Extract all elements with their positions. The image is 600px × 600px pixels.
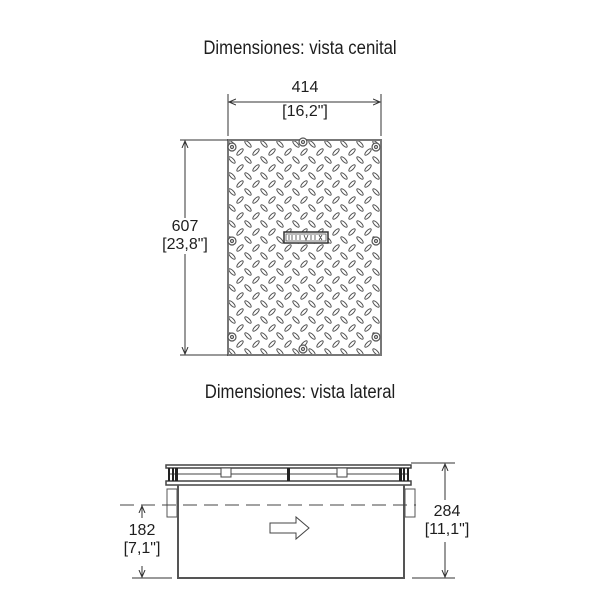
bolt-icon <box>371 332 381 342</box>
inlet-height-mm: 182 <box>128 522 156 539</box>
bolt-icon <box>227 332 237 342</box>
bolt-icon <box>371 236 381 246</box>
inlet-height-inch: [7,1"] <box>123 540 161 557</box>
width-inch: [16,2"] <box>282 103 328 120</box>
width-dimension-inch-label: [16,2"] <box>272 103 338 121</box>
inlet-flange <box>166 488 178 518</box>
bolt-icon <box>298 137 308 147</box>
outlet-flange <box>404 488 416 518</box>
width-dimension-label: 414 <box>270 79 340 97</box>
height-mm: 607 <box>171 218 199 235</box>
total-height-mm: 284 <box>433 503 461 520</box>
flow-direction-arrow-icon <box>269 515 310 541</box>
total-height-dimension-label: 284 [11,1"] <box>416 503 478 539</box>
height-inch: [23,8"] <box>162 236 208 253</box>
bolt-icons <box>227 137 381 354</box>
bolt-icon <box>371 142 381 152</box>
inlet-height-dimension <box>132 506 172 579</box>
top-view-plate <box>227 139 382 356</box>
height-dimension-label: 607 [23,8"] <box>150 218 220 254</box>
bolt-icon <box>298 344 308 354</box>
side-view-title: Dimensiones: vista lateral <box>204 382 396 403</box>
total-height-dimension <box>411 462 455 579</box>
width-dimension <box>227 94 382 136</box>
total-height-inch: [11,1"] <box>424 521 470 538</box>
side-view-body <box>177 485 405 579</box>
bolt-icon <box>227 236 237 246</box>
bolt-icon <box>227 142 237 152</box>
inlet-height-dimension-label: 182 [7,1"] <box>112 522 172 558</box>
logo-label-plate <box>283 231 329 244</box>
side-view-lid <box>165 464 412 486</box>
width-mm: 414 <box>291 79 319 96</box>
top-view-title: Dimensiones: vista cenital <box>203 38 397 59</box>
